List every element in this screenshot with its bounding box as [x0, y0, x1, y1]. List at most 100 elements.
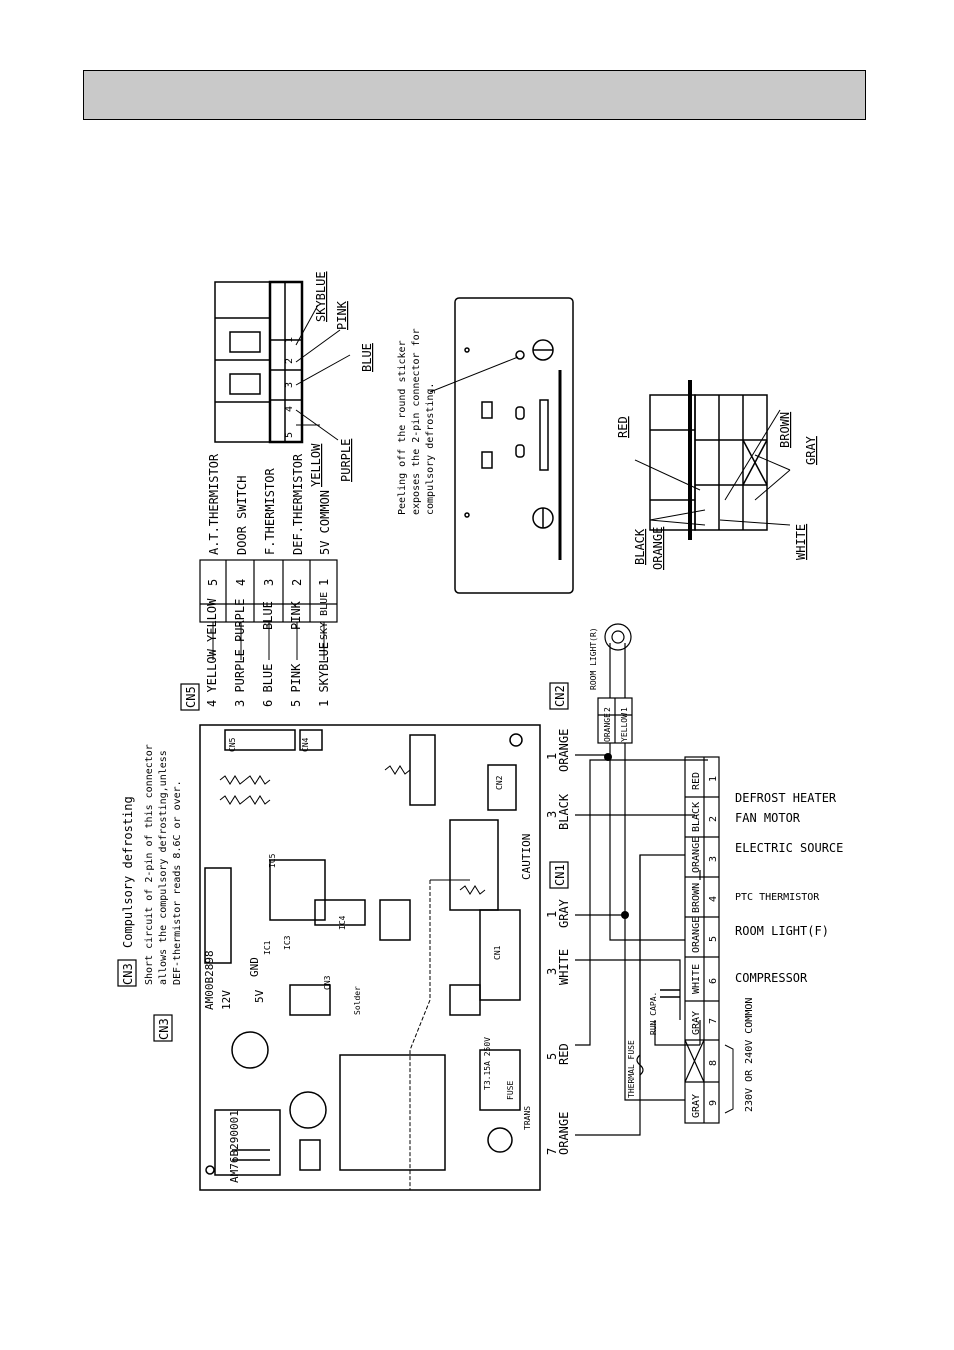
room-light-r-label: ROOM LIGHT(R)	[589, 627, 598, 690]
cn5-wire-blue: BLUE	[360, 343, 374, 372]
svg-text:COMPRESSOR: COMPRESSOR	[735, 971, 808, 985]
plug-wire-black: BLACK	[633, 528, 647, 565]
svg-text:ELECTRIC SOURCE: ELECTRIC SOURCE	[735, 841, 843, 855]
svg-text:4: 4	[708, 896, 719, 902]
cn2-connector	[597, 623, 633, 744]
svg-text:1: 1	[317, 579, 331, 586]
terminal-block	[684, 756, 720, 1124]
svg-text:4 YELLOW: 4 YELLOW	[205, 648, 219, 707]
svg-text:DEFROST HEATER: DEFROST HEATER	[735, 791, 837, 805]
voltage-label: 230V OR 240V COMMON	[744, 998, 755, 1112]
svg-text:1: 1	[545, 911, 559, 918]
cn5-table-colors: YELLOW PURPLE BLUE PINK SKY BLUE	[205, 592, 330, 642]
svg-text:BLACK: BLACK	[557, 793, 571, 830]
svg-text:RED: RED	[691, 772, 702, 790]
cn3-note-line-3: DEF-thermistor reads 8.6C or over.	[172, 780, 183, 985]
svg-text:ORANGE: ORANGE	[557, 1112, 571, 1155]
svg-text:GRAY: GRAY	[691, 1094, 702, 1118]
svg-text:5: 5	[545, 1053, 559, 1060]
svg-text:SKY BLUE: SKY BLUE	[319, 592, 330, 640]
svg-text:5: 5	[206, 579, 220, 586]
pcb-label-gnd: GND	[248, 957, 261, 977]
power-plug-drawing	[649, 380, 768, 540]
svg-text:F.THERMISTOR: F.THERMISTOR	[263, 468, 277, 555]
pcb-label-caution: CAUTION	[520, 834, 533, 880]
cn2-pin-1-num: 1	[620, 707, 629, 712]
svg-text:3: 3	[545, 811, 559, 818]
svg-text:WHITE: WHITE	[691, 964, 702, 994]
svg-text:PURPLE: PURPLE	[233, 599, 247, 642]
cn5-left-wire-labels: 4 YELLOW 3 PURPLE 6 BLUE 5 PINK 1 SKYBLU…	[205, 642, 331, 707]
cn5-wire-skyblue: SKYBLUE	[314, 271, 328, 322]
svg-text:1: 1	[545, 753, 559, 760]
run-capa-label: RUN CAPA.	[649, 992, 658, 1035]
plug-wire-gray: GRAY	[804, 435, 818, 465]
wiring-lines	[575, 743, 708, 1136]
svg-text:7: 7	[545, 1148, 559, 1155]
cn5-table-leads	[212, 622, 325, 660]
cn5-wire-purple: PURPLE	[339, 439, 353, 482]
pcb-part-number-top: AM00B2898	[203, 950, 216, 1010]
cn5-wire-yellow: YELLOW	[309, 443, 323, 487]
control-panel-drawing	[429, 297, 574, 594]
cn5-pin-numbers: 5 4 3 2 1	[284, 337, 295, 438]
cn5-wire-pink: PINK	[335, 300, 349, 330]
terminal-block-pins: 1 2 3 4 5 6 7 8 9	[708, 776, 719, 1106]
svg-text:2: 2	[708, 816, 719, 822]
cn2-pin-1-color: YELLOW	[620, 713, 629, 742]
svg-text:BROWN: BROWN	[691, 883, 702, 913]
cn3-left-label: CN3	[157, 1018, 171, 1040]
svg-text:2: 2	[290, 579, 304, 586]
svg-text:ORANGE: ORANGE	[557, 729, 571, 772]
cn3-left-label-box	[153, 1014, 173, 1042]
pcb-label-5v: 5V	[253, 989, 266, 1003]
svg-text:YELLOW: YELLOW	[205, 598, 219, 642]
cn2-label: CN2	[553, 685, 567, 707]
svg-text:PINK: PINK	[289, 600, 303, 630]
svg-text:BLUE: BLUE	[261, 601, 275, 630]
svg-text:exposes the 2-pin connector fo: exposes the 2-pin connector for	[411, 328, 422, 515]
svg-text:5V COMMON: 5V COMMON	[318, 490, 332, 555]
pcb-label-cn4: CN4	[301, 737, 310, 752]
svg-text:6: 6	[708, 978, 719, 984]
cn2-label-box	[549, 682, 569, 710]
svg-text:3 PURPLE: 3 PURPLE	[233, 649, 247, 707]
pcb-label-ic1: IC1	[263, 940, 272, 955]
svg-text:7: 7	[708, 1018, 719, 1024]
terminal-block-colors: RED BLACK ORANGE BROWN ORANGE WHITE GRAY…	[691, 772, 702, 1118]
svg-text:A.T.THERMISTOR: A.T.THERMISTOR	[207, 453, 221, 555]
svg-text:5: 5	[284, 432, 295, 438]
pcb-label-solder: Solder	[353, 986, 362, 1015]
cn3-note-line-2: allows the compulsory defrosting,unless	[158, 750, 169, 985]
svg-text:8: 8	[708, 1060, 719, 1066]
svg-text:ORANGE: ORANGE	[691, 837, 702, 873]
junction-dot-gray	[621, 911, 629, 919]
svg-text:3: 3	[545, 968, 559, 975]
svg-text:FAN MOTOR: FAN MOTOR	[735, 811, 801, 825]
pcb-label-ic3: IC3	[283, 935, 292, 950]
pcb-label-ic4: IC4	[338, 915, 347, 930]
svg-text:compulsory defrosting.: compulsory defrosting.	[425, 383, 436, 515]
svg-text:1 SKYBLUE: 1 SKYBLUE	[317, 642, 331, 707]
thermal-fuse-label: THERMAL FUSE	[627, 1040, 636, 1098]
pcb-board	[199, 724, 541, 1191]
pcb-label-cn1: CN1	[493, 945, 502, 960]
pcb-label-12v: 12V	[220, 990, 233, 1010]
svg-text:4: 4	[284, 406, 295, 412]
svg-text:3: 3	[708, 856, 719, 862]
cn3-note-line-1: Short circuit of 2-pin of this connector	[144, 744, 155, 985]
pcb-label-ic5: IC5	[268, 853, 277, 868]
cn3-note-label: CN3	[121, 963, 135, 985]
plug-wire-red: RED	[616, 416, 630, 438]
svg-text:ROOM LIGHT(F): ROOM LIGHT(F)	[735, 924, 829, 938]
cn2-pin-2-color: ORANGE	[603, 713, 612, 742]
svg-text:Peeling off the round sticker: Peeling off the round sticker	[397, 340, 408, 515]
svg-text:5 PINK: 5 PINK	[289, 663, 303, 707]
cn5-table-pins: 5 4 3 2 1	[206, 579, 331, 586]
pcb-resistors	[219, 765, 486, 895]
svg-text:RED: RED	[557, 1043, 571, 1065]
cn3-note-label-box	[117, 959, 137, 987]
cn3-note-title: Compulsory defrosting	[121, 796, 135, 948]
junction-dot-cn2	[604, 753, 612, 761]
